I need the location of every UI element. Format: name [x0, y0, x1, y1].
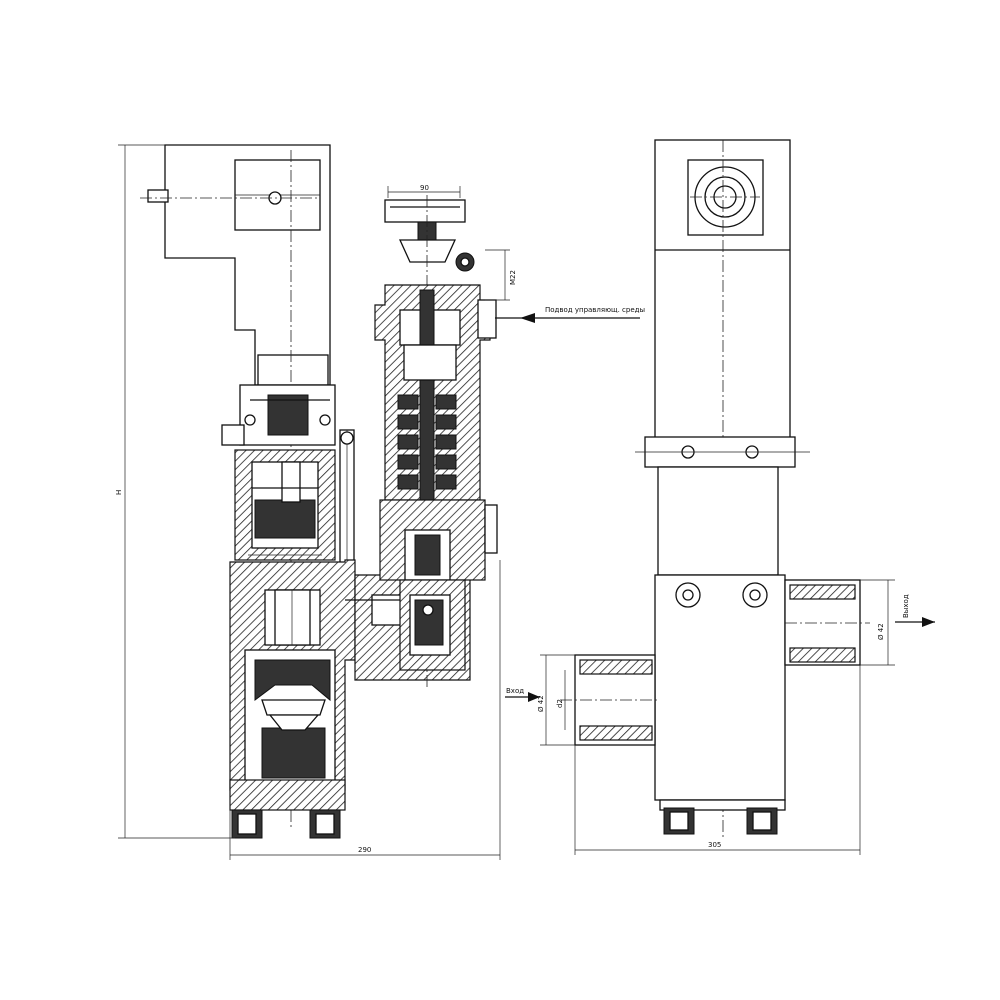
nut-dim-label: M22: [509, 270, 517, 285]
section-view: [140, 144, 471, 839]
handwheel-dimension: 90: [387, 184, 461, 198]
valve-body-external: [654, 574, 786, 801]
handwheel[interactable]: [384, 199, 466, 223]
left-width-label: 290: [358, 846, 371, 854]
arrow-right-icon: [922, 617, 935, 627]
lever-pin: [147, 189, 169, 203]
outlet-flange-dim: Ø 42: [877, 623, 885, 640]
pilot-valve: 90 M22 Подвод управляющ. среды: [374, 184, 645, 690]
pilot-spring: [397, 394, 457, 490]
right-width-label: 305: [708, 841, 721, 849]
handwheel-dim-label: 90: [420, 184, 429, 192]
inlet-arrow-label: Вход: [506, 687, 524, 695]
valve-disc: [254, 659, 331, 702]
external-view: Ø 42 Выход Ø 42 d2 Вход 305: [505, 139, 935, 855]
outlet-arrow-label: Выход: [902, 594, 910, 618]
inlet-flange-small-dim: d2: [556, 699, 564, 708]
control-line-callout: Подвод управляющ. среды: [495, 306, 645, 323]
arrow-left-icon: [520, 313, 535, 323]
nut-dimension: M22: [485, 249, 517, 301]
seat-insert: [261, 727, 326, 779]
control-line-note: Подвод управляющ. среды: [545, 306, 645, 314]
height-dim-label: H: [115, 490, 123, 495]
inlet-flange-dim: Ø 42: [537, 695, 545, 712]
left-dimensions: H 290: [115, 144, 501, 860]
actuator-stem-guide: [257, 354, 329, 386]
